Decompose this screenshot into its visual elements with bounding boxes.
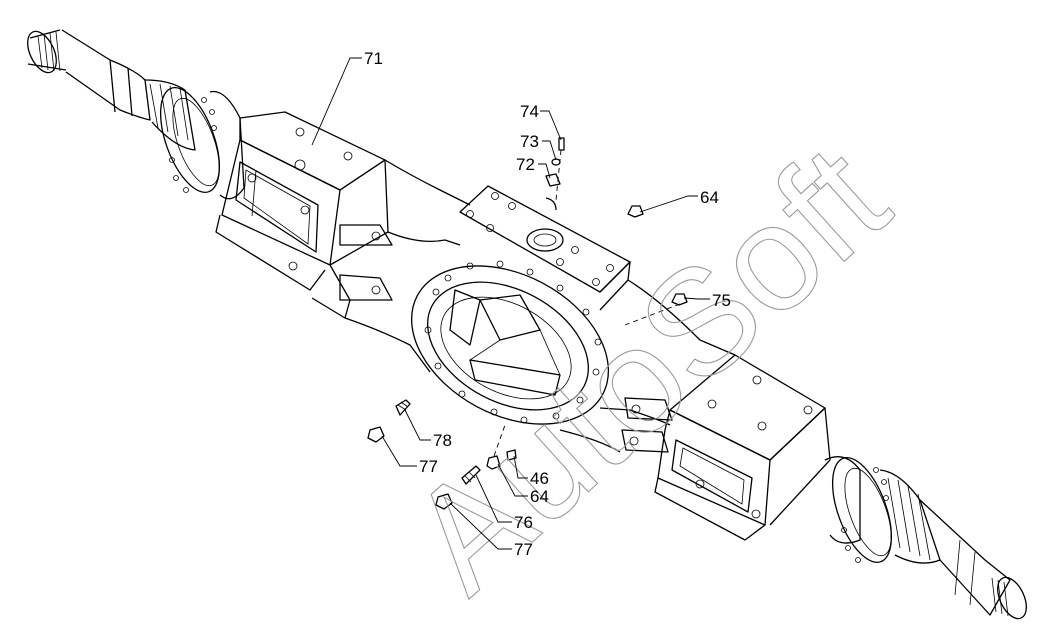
nut-77-lower [435, 493, 453, 510]
left-housing-block [215, 111, 389, 319]
callout-74: 74 [520, 102, 539, 121]
leader-lines [311, 57, 710, 550]
bolt-74 [558, 137, 565, 151]
callout-75: 75 [712, 291, 731, 310]
callout-64-bottom: 64 [530, 487, 549, 506]
right-axle-spindle [824, 456, 1027, 620]
nut-75 [671, 293, 688, 306]
callout-73: 73 [520, 132, 539, 151]
callout-78: 78 [433, 431, 452, 450]
callout-77-upper: 77 [419, 457, 438, 476]
small-parts [367, 137, 688, 510]
callout-46: 46 [530, 469, 549, 488]
callout-71: 71 [364, 49, 383, 68]
left-axle-spindle [27, 29, 245, 200]
nut-64-top [627, 205, 644, 218]
stud-78 [395, 399, 411, 416]
plug-46 [506, 449, 517, 461]
nut-64-bottom [486, 455, 501, 470]
callout-64-top: 64 [700, 188, 719, 207]
right-arm [559, 279, 736, 453]
left-arm [339, 159, 471, 373]
callout-77-lower: 77 [514, 540, 533, 559]
watermark: AutoSoft [378, 113, 918, 623]
callout-labels: 71 74 73 72 64 75 78 77 46 64 76 77 [364, 49, 731, 559]
right-housing-block [654, 354, 831, 541]
nut-77-upper [367, 426, 385, 443]
plate-72 [545, 173, 561, 187]
differential-bowl [410, 260, 610, 425]
callout-72: 72 [516, 155, 535, 174]
center-top-plate [459, 185, 631, 311]
stud-76 [461, 465, 481, 485]
callout-76: 76 [514, 513, 533, 532]
